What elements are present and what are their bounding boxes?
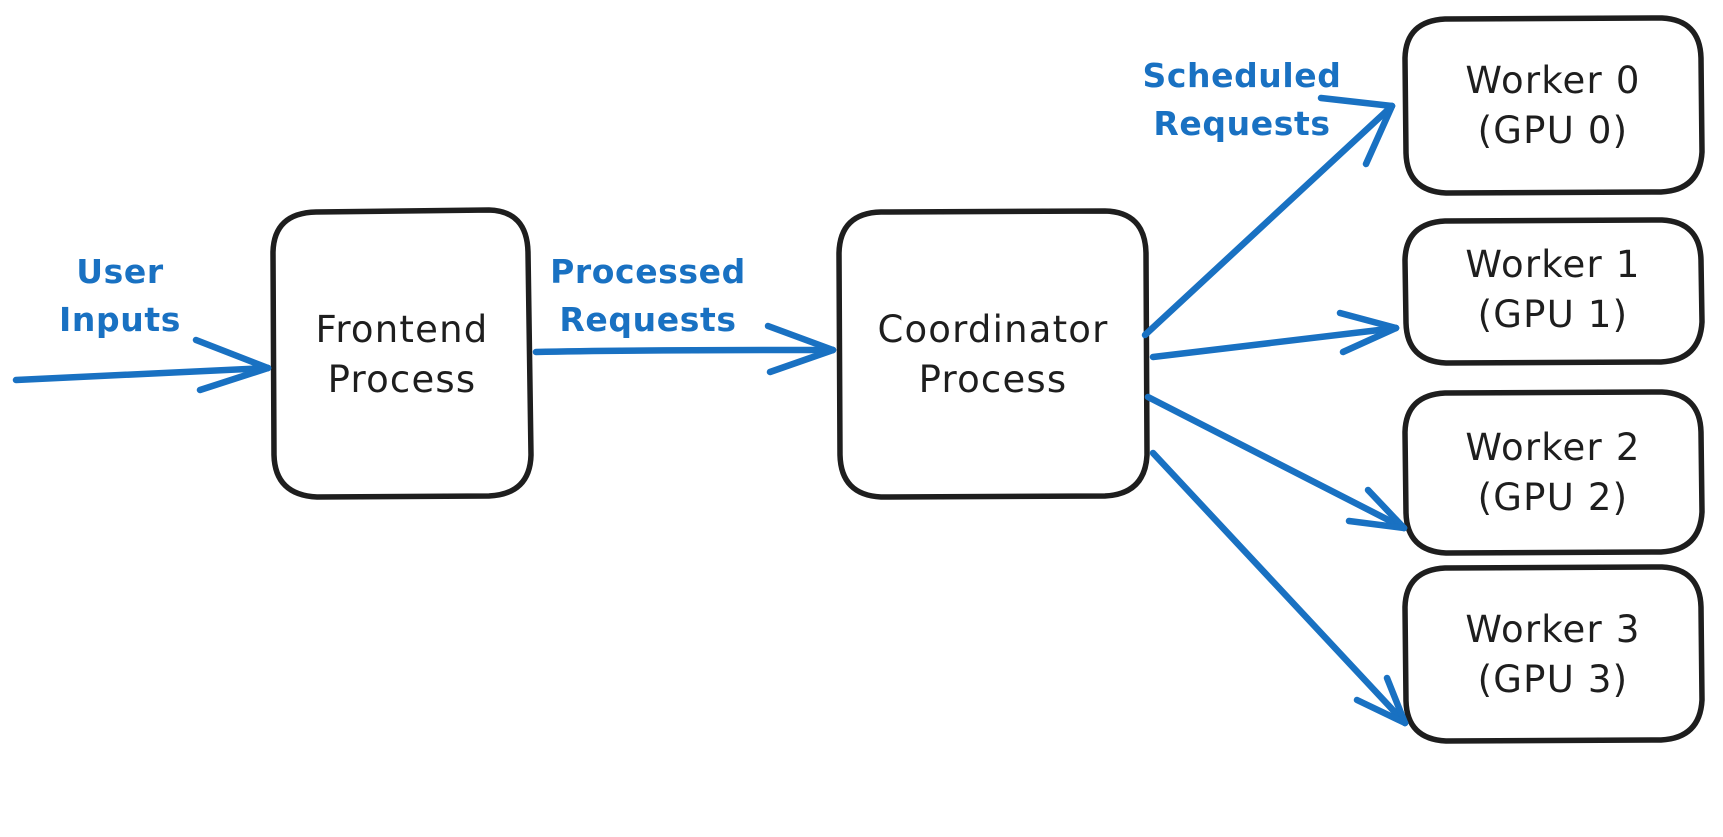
arrow-coordinator-to-worker-1	[1149, 309, 1400, 361]
arrow-head	[1383, 674, 1409, 727]
arrow-head	[196, 364, 272, 394]
arrow-shaft	[1141, 102, 1396, 339]
arrow-head	[1339, 324, 1400, 356]
worker-1-label-line1: Worker 1	[1465, 243, 1640, 286]
worker-1-box[interactable]	[1402, 217, 1705, 366]
arrow-head	[764, 322, 837, 354]
worker-1-label-line2: (GPU 1)	[1478, 293, 1629, 336]
arrow-coordinator-to-worker-3	[1149, 449, 1409, 727]
arrow-shaft	[1149, 324, 1400, 361]
node-worker-1[interactable]: Worker 1 (GPU 1)	[1402, 217, 1705, 366]
arrow-head	[1336, 309, 1400, 332]
arrow-head	[1353, 696, 1409, 727]
scheduled-requests-line1: Scheduled	[1142, 56, 1341, 95]
user-inputs-line1: User	[76, 252, 164, 291]
edge-label-scheduled-requests: Scheduled Requests	[1142, 56, 1341, 143]
arrow-shaft	[1144, 393, 1408, 532]
worker-3-label-line2: (GPU 3)	[1478, 658, 1629, 701]
coordinator-process-label-line2: Process	[919, 358, 1068, 401]
arrow-shaft	[532, 346, 837, 356]
processed-requests-line1: Processed	[550, 252, 746, 291]
arrow-head	[1362, 102, 1396, 168]
node-worker-0[interactable]: Worker 0 (GPU 0)	[1402, 15, 1705, 196]
node-coordinator-process[interactable]: Coordinator Process	[836, 208, 1150, 500]
worker-0-box[interactable]	[1402, 15, 1705, 196]
worker-0-label-line1: Worker 0	[1465, 59, 1640, 102]
arrow-head	[1345, 517, 1408, 532]
edge-label-user-inputs: User Inputs	[59, 252, 181, 339]
worker-2-box[interactable]	[1402, 389, 1705, 556]
arrow-shaft	[1149, 449, 1409, 727]
frontend-process-label-line2: Process	[328, 358, 477, 401]
coordinator-process-box[interactable]	[836, 208, 1150, 500]
frontend-process-box[interactable]	[270, 207, 534, 500]
arrow-user-inputs-to-frontend	[12, 336, 272, 394]
worker-3-box[interactable]	[1402, 564, 1705, 744]
scheduled-requests-line2: Requests	[1153, 104, 1330, 143]
worker-0-label-line2: (GPU 0)	[1478, 109, 1629, 152]
worker-2-label-line1: Worker 2	[1465, 426, 1640, 469]
edge-label-processed-requests: Processed Requests	[550, 252, 746, 339]
node-worker-2[interactable]: Worker 2 (GPU 2)	[1402, 389, 1705, 556]
worker-2-label-line2: (GPU 2)	[1478, 476, 1629, 519]
arrow-head	[192, 336, 272, 372]
arrow-coordinator-to-worker-0	[1141, 94, 1396, 339]
node-frontend-process[interactable]: Frontend Process	[270, 207, 534, 500]
node-worker-3[interactable]: Worker 3 (GPU 3)	[1402, 564, 1705, 744]
worker-3-label-line1: Worker 3	[1465, 608, 1640, 651]
user-inputs-line2: Inputs	[59, 300, 181, 339]
arrow-head	[1364, 486, 1408, 532]
frontend-process-label-line1: Frontend	[316, 308, 489, 351]
arrow-head	[766, 346, 837, 376]
arrow-frontend-to-coordinator	[532, 322, 837, 376]
processed-requests-line2: Requests	[559, 300, 736, 339]
arrow-head	[1317, 94, 1396, 110]
arrow-coordinator-to-worker-2	[1144, 393, 1408, 532]
coordinator-process-label-line1: Coordinator	[877, 308, 1108, 351]
arrow-shaft	[12, 364, 272, 384]
